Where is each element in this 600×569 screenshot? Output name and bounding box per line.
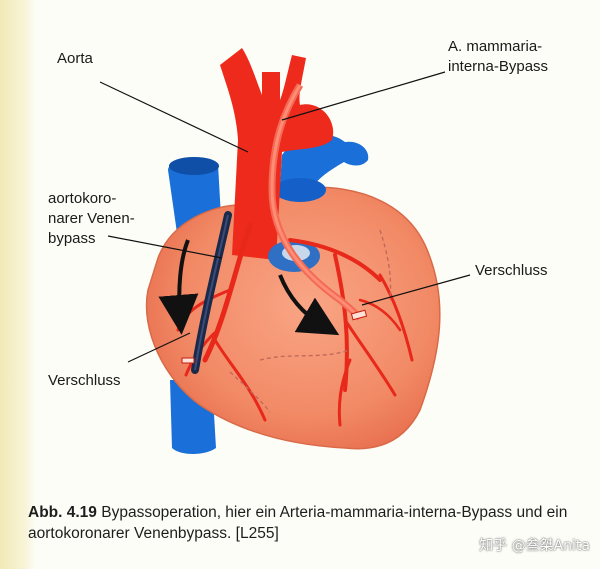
- caption-text: Bypassoperation, hier ein Arteria-mammar…: [28, 504, 568, 542]
- label-venen-line3: bypass: [48, 230, 96, 247]
- occlusion-right: [350, 309, 368, 321]
- leader-lines: [99, 71, 471, 363]
- vena-cava-opening: [169, 157, 219, 175]
- label-venen-line2: narer Venen-: [48, 210, 135, 227]
- flow-arrow-left: [158, 239, 199, 335]
- figure-caption: Abb. 4.19 Bypassoperation, hier ein Arte…: [28, 502, 588, 544]
- page-shadow: [0, 0, 36, 569]
- label-mammaria-line1: A. mammaria-: [448, 38, 543, 55]
- mammaria-graft-inner: [270, 84, 362, 320]
- label-verschluss-right: Verschluss: [475, 262, 548, 279]
- flow-arrow-right: [278, 274, 340, 336]
- heart-illustration: [99, 48, 471, 454]
- cardiac-veins: [229, 229, 392, 413]
- watermark: 知乎 @叁桀Anita: [479, 538, 590, 554]
- label-mammaria-line2: interna-Bypass: [448, 58, 549, 75]
- label-venen-line1: aortokoro-: [48, 190, 117, 207]
- caption-number: Abb. 4.19: [28, 504, 97, 521]
- label-verschluss-left: Verschluss: [48, 372, 121, 389]
- venous-graft-highlight: [194, 214, 229, 371]
- label-aorta: Aorta: [57, 50, 93, 67]
- occlusion-left: [181, 357, 195, 364]
- coronary-arteries: [176, 222, 414, 427]
- pulmonary-vein-left: [274, 178, 326, 202]
